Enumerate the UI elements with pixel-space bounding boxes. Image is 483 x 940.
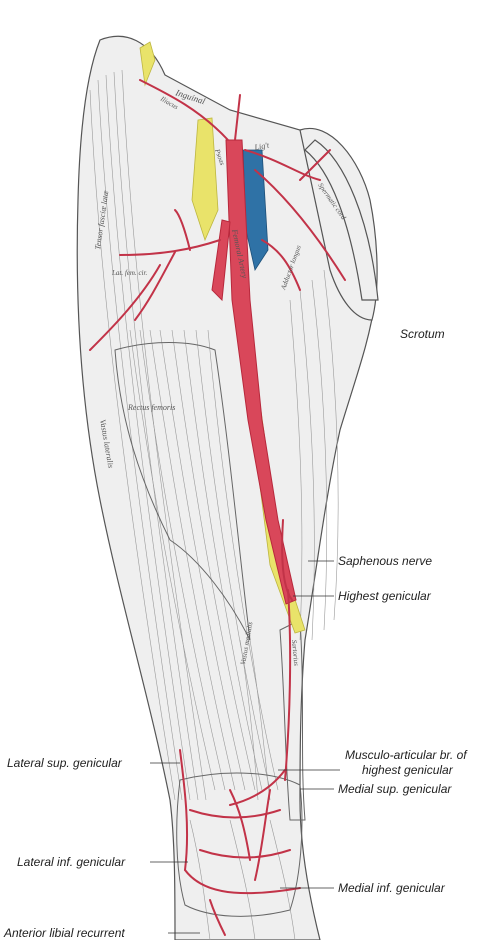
- label-musculo-articular-line1: Musculo-articular br. of: [345, 748, 467, 762]
- arterial-branches: [89, 79, 346, 936]
- muscle-fibers: [89, 69, 339, 940]
- knee-region: [176, 772, 303, 917]
- label-highest-genicular: Highest genicular: [338, 589, 431, 603]
- femoral-artery: [225, 139, 297, 605]
- label-scrotum: Scrotum: [400, 327, 445, 341]
- label-lateral-inf-genicular: Lateral inf. genicular: [17, 855, 126, 869]
- lig-engraving: Lig't: [253, 140, 271, 152]
- profunda-femoris-artery: [211, 219, 231, 302]
- lateral-cutaneous-nerve: [139, 41, 156, 87]
- label-medial-inf-genicular: Medial inf. genicular: [338, 881, 445, 895]
- rectus-femoris-muscle: [114, 342, 251, 641]
- leader-lines: [150, 560, 340, 934]
- sartorius-muscle: [279, 619, 306, 821]
- label-medial-sup-genicular: Medial sup. genicular: [338, 782, 452, 796]
- label-saphenous-nerve: Saphenous nerve: [338, 554, 433, 568]
- spermatic-cord: [304, 139, 379, 301]
- label-anterior-tibial-recurrent: Anterior libial recurrent: [4, 926, 125, 940]
- femoral-nerve: [191, 117, 219, 242]
- rectus-femoris-engraving: Rectus femoris: [127, 403, 175, 412]
- label-musculo-articular-line2: highest genicular: [362, 763, 453, 777]
- lat-fem-cir-engraving: Lat. fem. cir.: [111, 269, 147, 277]
- label-lateral-sup-genicular: Lateral sup. genicular: [7, 756, 122, 770]
- sartorius-engraving: Sartorius: [290, 639, 300, 666]
